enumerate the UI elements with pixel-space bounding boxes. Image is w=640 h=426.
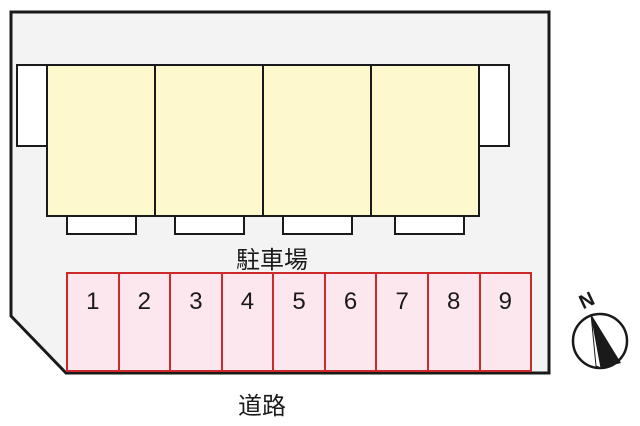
slot-number: 4: [240, 288, 255, 315]
unit-4-tab: [394, 217, 465, 235]
parking-slot: 5: [272, 272, 326, 372]
slot-number: 7: [395, 288, 409, 315]
building-unit-1: [46, 64, 156, 217]
north-arrow-icon: [571, 312, 629, 370]
building-unit-3: [262, 64, 372, 217]
parking-slot: 6: [323, 272, 378, 372]
unit-1-tab: [66, 217, 137, 235]
parking-slot: 4: [220, 272, 275, 372]
parking-slot: 3: [169, 272, 223, 372]
parking-slot: 7: [375, 272, 429, 372]
slot-number: 3: [189, 288, 203, 315]
slot-number: 9: [498, 288, 512, 315]
building-unit-2: [154, 64, 264, 217]
left-side-box: [16, 64, 48, 147]
compass: N: [566, 288, 636, 370]
road-label: 道路: [238, 392, 286, 420]
parking-slot: 9: [478, 272, 533, 372]
parking-slot: 1: [66, 272, 120, 372]
parking-label: 駐車場: [236, 246, 308, 274]
unit-2-tab: [174, 217, 245, 235]
slot-number: 6: [343, 288, 358, 315]
parking-slots: 1 2 3 4 5 6 7 8 9: [66, 272, 533, 372]
parking-slot: 8: [426, 272, 481, 372]
slot-number: 8: [447, 288, 461, 315]
slot-number: 5: [292, 288, 306, 315]
right-side-box: [478, 64, 510, 147]
slot-number: 2: [137, 288, 152, 315]
parking-slot: 2: [117, 272, 172, 372]
unit-3-tab: [282, 217, 353, 235]
slot-number: 1: [86, 288, 100, 315]
building-unit-4: [370, 64, 480, 217]
